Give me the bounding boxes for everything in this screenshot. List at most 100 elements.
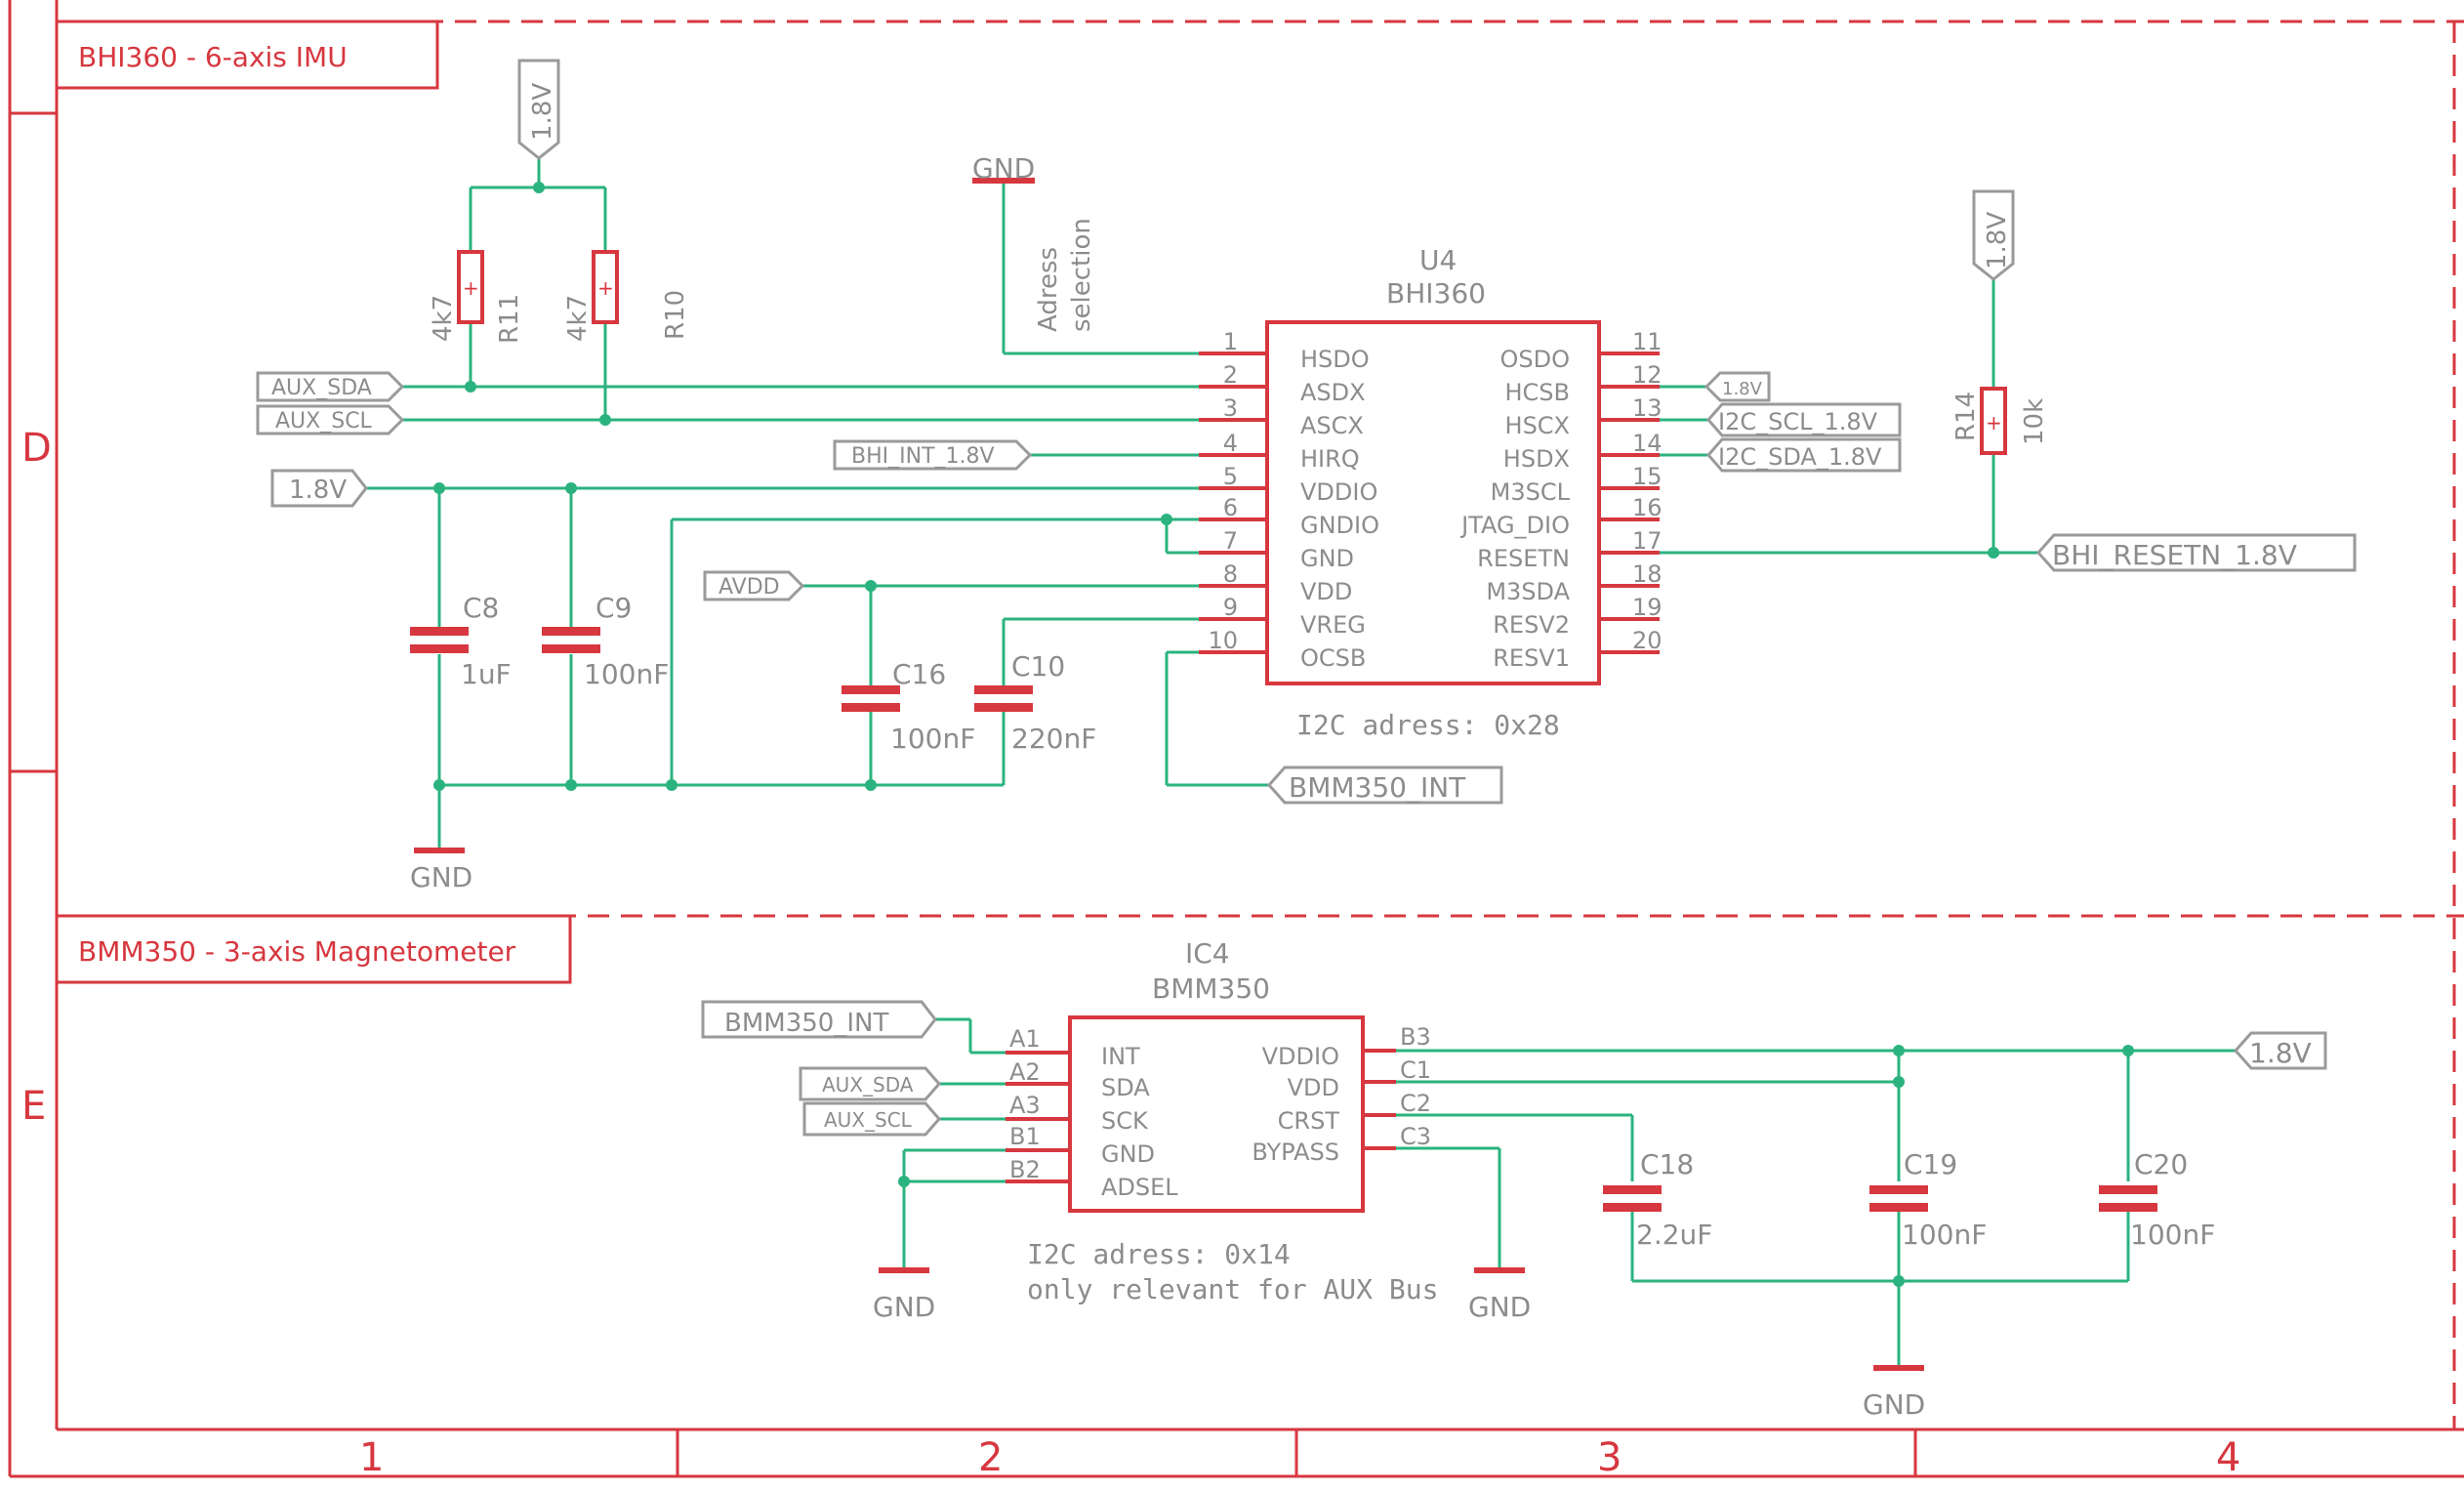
u4-pin-num: 4 [1223,430,1238,457]
c16-value: 100nF [890,723,975,755]
net-flag-aux-sda-imu[interactable]: AUX_SDA [256,371,405,402]
u4-pin-name: RESV2 [1493,611,1570,639]
ic4-pin-num: B2 [1009,1156,1041,1183]
gnd-label: GND [1468,1291,1531,1323]
gnd-symbol: GND [972,152,1035,185]
r14-value: 10k [2020,398,2049,445]
u4-pin-num: 1 [1223,328,1238,355]
u4-pin-num: 8 [1223,560,1238,588]
u4-left-pin-lines [1199,352,1267,654]
net-label: AUX_SCL [824,1108,913,1132]
section-imu: BHI360 - 6-axis IMU [55,20,439,90]
ic4-pin-num: C3 [1400,1123,1431,1150]
net-label: I2C_SCL_1.8V [1718,408,1878,435]
u4-pin-name: VDDIO [1300,478,1377,506]
net-flag-hcsb-18v[interactable]: 1.8V [1704,371,1771,402]
net-label: BHI_RESETN_1.8V [2052,539,2297,571]
u4-pin-name: OSDO [1500,346,1571,373]
net-flag-avdd[interactable]: AVDD [703,570,805,601]
u4-pin-num: 11 [1632,328,1663,355]
net-flag-18v-rail[interactable]: 1.8V [270,469,368,508]
u4-address-note: I2C adress: 0x28 [1296,709,1560,741]
gnd-label: GND [1863,1388,1925,1421]
gnd-label: GND [410,861,472,893]
ic4-pin-num: C1 [1400,1056,1431,1084]
u4-pin-num: 14 [1632,430,1663,457]
ic4-pin-num: A2 [1009,1058,1041,1086]
resistor-r10[interactable]: + 4k7 R10 [563,250,690,342]
gnd-symbol: GND [410,848,472,893]
net-label: BMM350_INT [724,1009,888,1038]
capacitor-c19[interactable]: C19 100nF [1869,1148,1987,1251]
ic4-pin-name: INT [1101,1043,1140,1070]
net-flag-aux-sda-mag[interactable]: AUX_SDA [799,1066,941,1101]
column-label-2: 2 [978,1435,1003,1480]
net-flag-aux-scl-mag[interactable]: AUX_SCL [802,1101,941,1137]
ic4-aux-note: only relevant for AUX Bus [1027,1273,1438,1305]
gnd-symbol: GND [1468,1267,1531,1323]
net-label: AUX_SCL [275,409,373,434]
supply-flag-18v-top: 1.8V [517,59,560,160]
u4-pin-num: 16 [1632,494,1663,521]
u4-pin-num: 3 [1223,394,1238,422]
net-flag-18v-mag[interactable]: 1.8V [2233,1031,2327,1070]
c9-ref: C9 [595,592,632,624]
ic4-pin-name: CRST [1278,1107,1340,1135]
capacitor-c20[interactable]: C20 100nF [2099,1148,2215,1251]
wires-mag [902,1017,2236,1367]
ic4-address-note: I2C adress: 0x14 [1027,1238,1291,1270]
ic4-pin-name: ADSEL [1101,1174,1178,1201]
u4-pin-name: RESETN [1477,545,1570,572]
section-imu-title: BHI360 - 6-axis IMU [78,41,348,73]
net-flag-bmm350-int-mag[interactable]: BMM350_INT [701,1000,937,1039]
ic4-pin-num: C2 [1400,1090,1431,1117]
net-flag-bhi-resetn[interactable]: BHI_RESETN_1.8V [2035,533,2357,572]
c10-value: 220nF [1011,723,1096,755]
supply-label: 1.8V [1983,212,2012,269]
ic4-pin-name: VDD [1288,1074,1339,1101]
net-label: AUX_SDA [822,1073,914,1097]
net-flag-bhi-int[interactable]: BHI_INT_1.8V [833,439,1033,471]
u4-pin-name: M3SDA [1486,578,1570,605]
capacitor-c18[interactable]: C18 2.2uF [1603,1148,1712,1251]
net-label: 1.8V [289,476,347,505]
u4-pin-name: GNDIO [1300,512,1379,539]
net-flag-aux-scl-imu[interactable]: AUX_SCL [256,404,405,435]
capacitor-c9[interactable]: C9 100nF [542,592,669,690]
c18-value: 2.2uF [1636,1219,1712,1251]
u4-pin-num: 7 [1223,527,1238,555]
u4-pin-num: 18 [1632,560,1663,588]
u4-pin-name: JTAG_DIO [1459,512,1570,539]
resistor-r11[interactable]: + 4k7 R11 [429,250,524,344]
u4-pin-name: HSCX [1505,412,1570,439]
column-label-4: 4 [2216,1435,2240,1480]
net-label: AUX_SDA [271,376,372,400]
net-flag-bmm350-int-imu[interactable]: BMM350_INT [1266,766,1503,805]
capacitor-c8[interactable]: C8 1uF [410,592,512,690]
net-flag-i2c-sda[interactable]: I2C_SDA_1.8V [1706,437,1902,473]
u4-bhi360-chip[interactable]: U4 BHI360 1 2 3 4 5 6 7 8 9 10 HSDO ASDX… [1199,244,1663,741]
u4-pin-name: ASDX [1300,379,1366,406]
gnd-symbol: GND [873,1267,935,1323]
resistor-r14[interactable]: + R14 10k [1951,387,2049,455]
ic4-pin-name: SDA [1101,1074,1150,1101]
c20-ref: C20 [2134,1148,2188,1180]
capacitor-c16[interactable]: C16 100nF [842,658,975,755]
u4-pin-name: VDD [1300,578,1352,605]
ic4-bmm350-chip[interactable]: IC4 BMM350 A1 A2 A3 B1 B2 INT SDA SCK GN… [1006,937,1438,1305]
net-flag-i2c-scl[interactable]: I2C_SCL_1.8V [1706,402,1902,437]
c9-value: 100nF [584,658,669,690]
u4-value: BHI360 [1386,277,1486,310]
c16-ref: C16 [892,658,946,690]
u4-pin-name: HSDX [1503,445,1570,473]
u4-pin-num: 12 [1632,361,1663,389]
capacitor-c10[interactable]: C10 220nF [974,650,1096,755]
u4-pin-num: 17 [1632,527,1663,555]
c8-ref: C8 [463,592,499,624]
ic4-pin-num: A1 [1009,1025,1041,1053]
u4-pin-name: GND [1300,545,1354,572]
r11-ref: R11 [495,294,524,344]
r10-value: 4k7 [563,295,593,342]
u4-pin-num: 2 [1223,361,1238,389]
adress-line2: selection [1067,218,1096,332]
